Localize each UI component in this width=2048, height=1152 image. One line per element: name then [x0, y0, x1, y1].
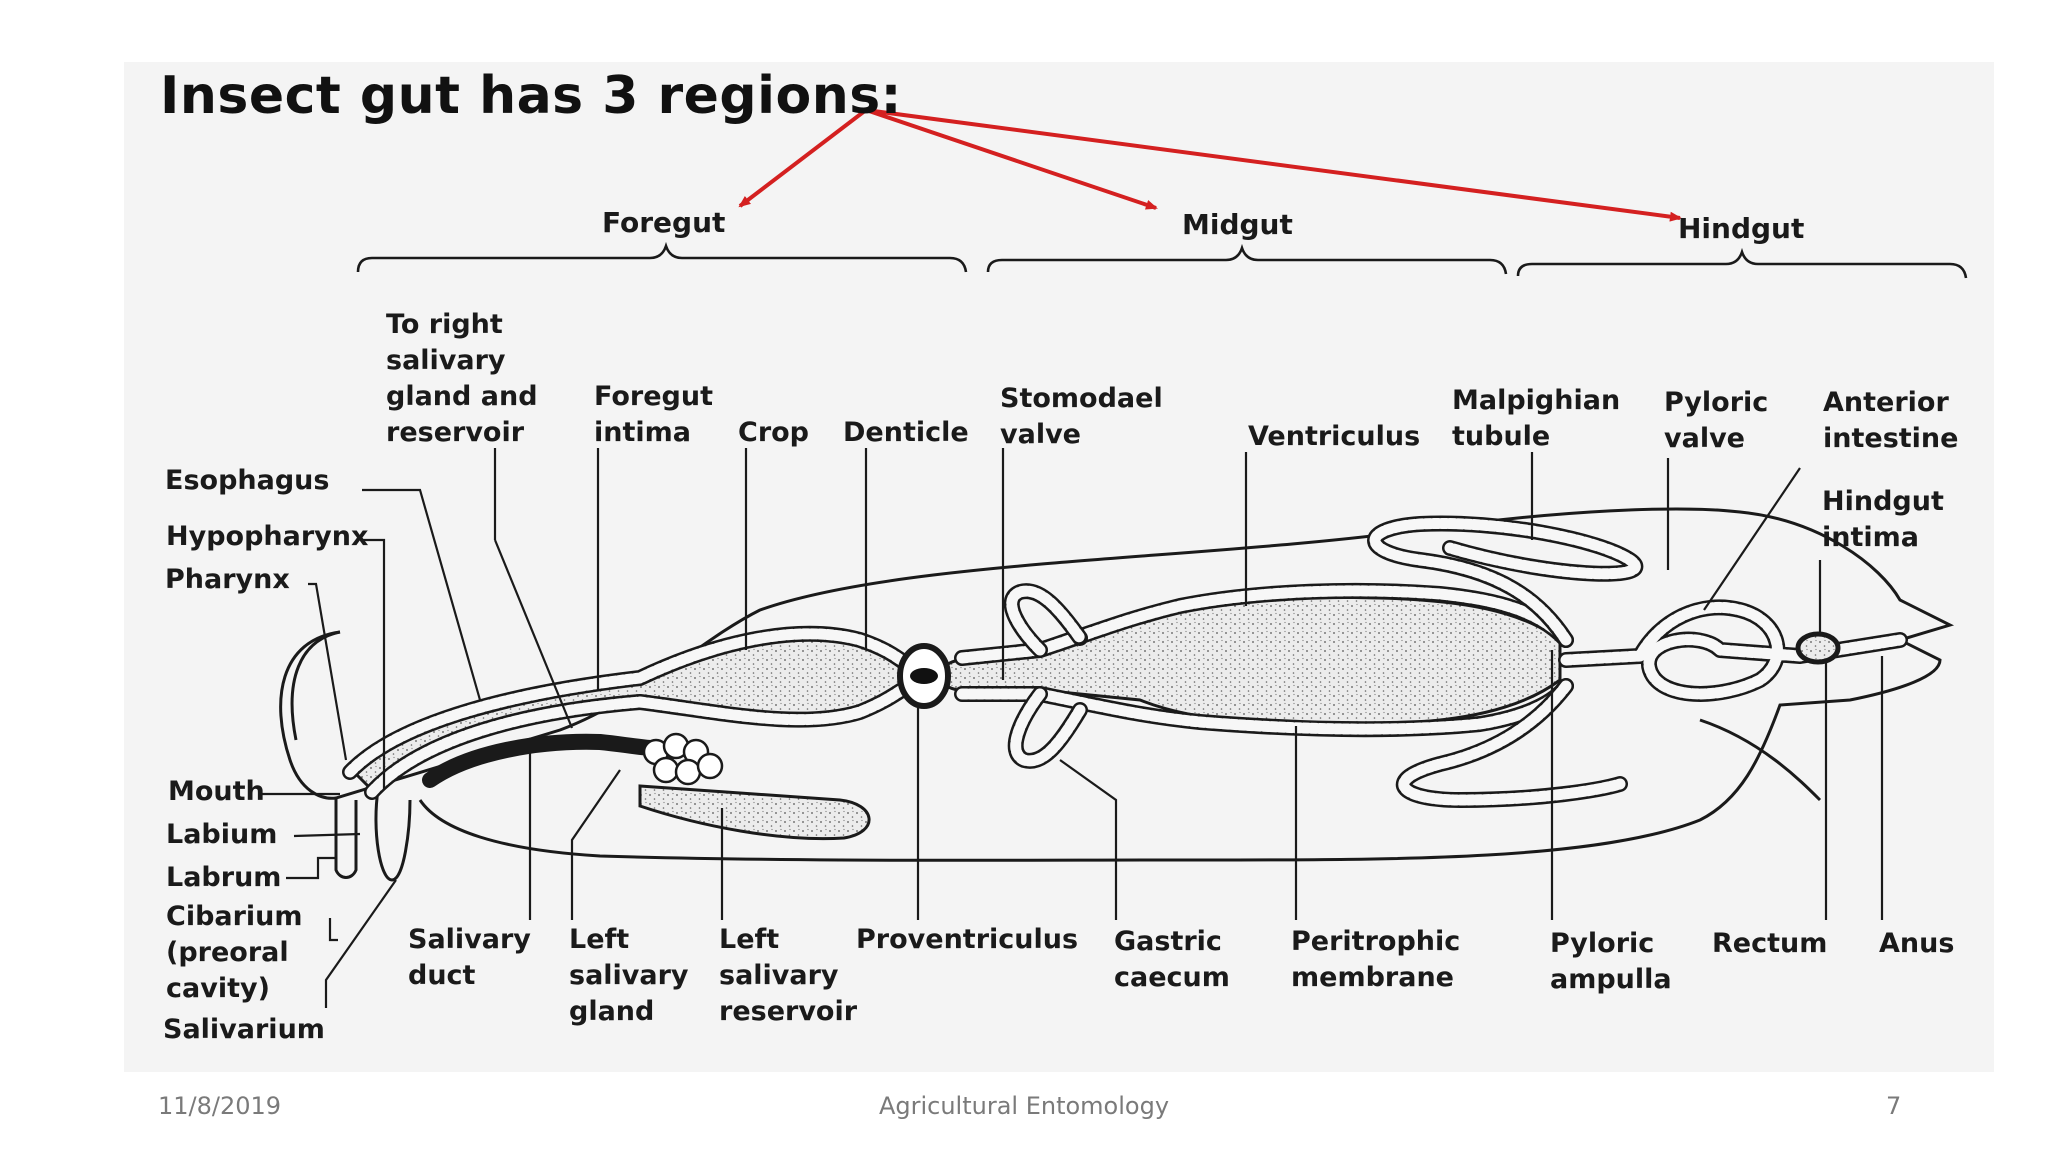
label-stomodael-valve: Stomodael valve: [1000, 383, 1172, 450]
label-pyloric-ampulla: Pyloric ampulla: [1550, 928, 1672, 995]
salivary-duct-tube: [422, 733, 658, 788]
label-to-right-salivary: To right salivary gland and reservoir: [386, 309, 547, 448]
label-mouth: Mouth: [168, 776, 265, 807]
foregut-brace: [356, 241, 968, 273]
label-peritrophic-membrane: Peritrophic membrane: [1291, 926, 1470, 993]
label-hypopharynx: Hypopharynx: [166, 521, 368, 552]
label-anterior-intestine: Anterior intestine: [1823, 387, 1958, 454]
leader-lines: [262, 448, 1884, 1008]
label-denticle: Denticle: [843, 417, 969, 448]
hindbody-lower: [1699, 718, 1822, 802]
region-label-midgut: Midgut: [1182, 208, 1293, 241]
label-left-salivary-gland: Left salivary gland: [569, 924, 698, 1027]
arrow-to-hindgut: [865, 108, 1682, 222]
label-gastric-caecum: Gastric caecum: [1114, 926, 1231, 993]
region-label-foregut: Foregut: [602, 206, 725, 239]
left-salivary-gland-shape: [642, 732, 724, 786]
label-proventriculus: Proventriculus: [856, 924, 1078, 955]
label-foregut-intima: Foregut intima: [594, 381, 722, 448]
label-salivarium: Salivarium: [163, 1014, 325, 1045]
label-ventriculus: Ventriculus: [1248, 421, 1420, 452]
label-crop: Crop: [738, 417, 809, 448]
label-pharynx: Pharynx: [165, 564, 290, 595]
label-cibarium: Cibarium (preoral cavity): [166, 901, 312, 1004]
arrow-to-midgut: [865, 108, 1158, 210]
label-labium: Labium: [166, 819, 277, 850]
label-labrum: Labrum: [166, 862, 281, 893]
label-esophagus: Esophagus: [165, 465, 329, 496]
rectum-bulb: [1795, 631, 1841, 665]
structure-labels: To right salivary gland and reservoir Fo…: [163, 309, 1958, 1045]
footer-page-number: 7: [1886, 1092, 1902, 1120]
mouthparts-outline: [334, 789, 412, 882]
label-rectum: Rectum: [1712, 928, 1827, 959]
region-label-hindgut: Hindgut: [1678, 212, 1804, 245]
label-malpighian-tubule: Malpighian tubule: [1452, 385, 1630, 452]
label-hindgut-intima: Hindgut intima: [1822, 486, 1953, 553]
label-pyloric-valve: Pyloric valve: [1664, 387, 1778, 454]
hindgut-brace: [1516, 247, 1968, 279]
slide-title: Insect gut has 3 regions:: [160, 66, 902, 126]
footer-course-name: Agricultural Entomology: [878, 1092, 1170, 1120]
label-left-salivary-reservoir: Left salivary reservoir: [719, 924, 858, 1027]
left-salivary-reservoir-shape: [638, 784, 871, 841]
midgut-brace: [986, 243, 1508, 275]
label-salivary-duct: Salivary duct: [408, 924, 540, 991]
diagram-panel: [124, 62, 1994, 1072]
footer-date: 11/8/2019: [158, 1092, 282, 1120]
arrow-to-foregut: [738, 108, 868, 208]
head-outline: [290, 630, 341, 741]
label-anus: Anus: [1879, 928, 1954, 959]
